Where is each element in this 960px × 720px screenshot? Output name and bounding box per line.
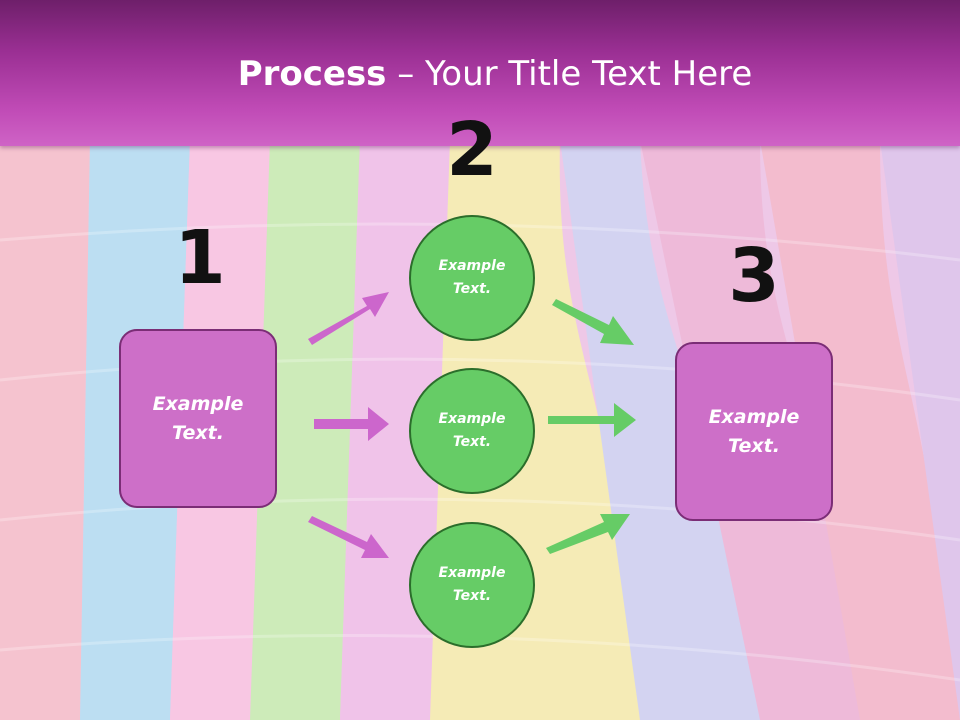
slide-title[interactable]: Process – Your Title Text Here [0, 52, 960, 96]
step-number-3: 3 [728, 233, 780, 319]
title-rest: – Your Title Text Here [386, 54, 753, 94]
title-bar [0, 0, 960, 146]
step-2-circle-bottom[interactable]: Example Text. [409, 522, 535, 648]
step-number-1: 1 [174, 215, 226, 301]
step-2-circle-top[interactable]: Example Text. [409, 215, 535, 341]
step-2-circle-top-text: Example Text. [438, 258, 506, 297]
step-2-circle-middle-text: Example Text. [438, 411, 506, 450]
arrow-from-middle-circle [548, 403, 636, 437]
step-3-text: Example Text. [708, 405, 800, 457]
title-bold: Process [237, 54, 387, 94]
arrow-to-top-circle [308, 292, 389, 345]
arrow-to-middle-circle [314, 407, 389, 441]
step-1-text: Example Text. [152, 392, 244, 444]
arrow-to-bottom-circle [308, 516, 389, 558]
step-3-box[interactable]: Example Text. [675, 342, 833, 521]
arrow-from-bottom-circle [546, 514, 630, 554]
step-2-circle-middle[interactable]: Example Text. [409, 368, 535, 494]
arrow-from-top-circle [552, 299, 634, 345]
step-number-2: 2 [446, 107, 498, 193]
step-1-box[interactable]: Example Text. [119, 329, 277, 508]
step-2-circle-bottom-text: Example Text. [438, 565, 506, 604]
